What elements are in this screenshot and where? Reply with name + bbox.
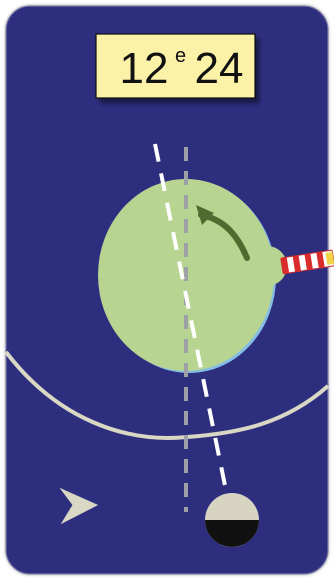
moon-icon xyxy=(205,493,259,547)
title-number: 12 xyxy=(120,44,169,93)
title-suffix: e xyxy=(175,45,186,67)
title-badge: 12 e 24 xyxy=(96,34,255,98)
title-value: 24 xyxy=(195,44,244,93)
earth-bulge-icon xyxy=(247,246,287,286)
